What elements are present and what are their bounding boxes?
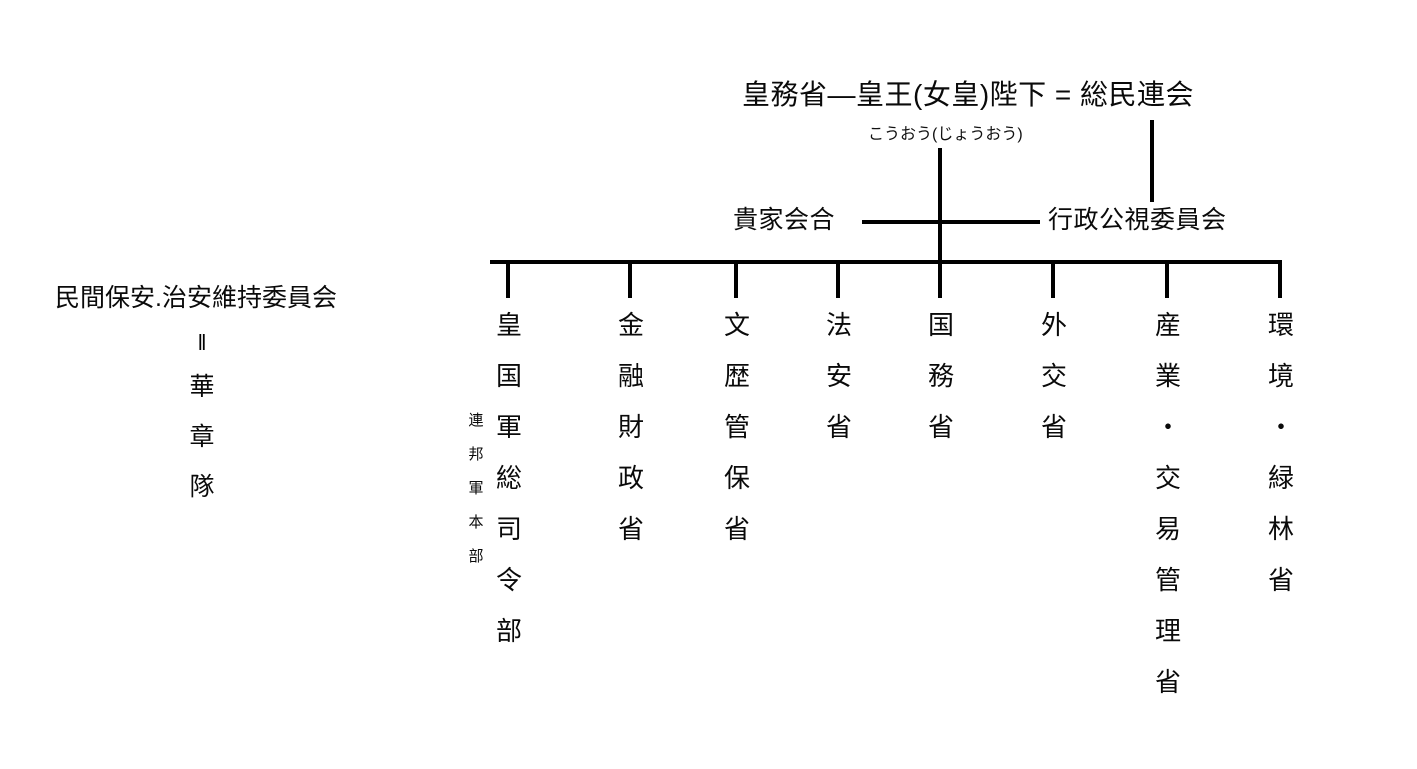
ministry-1-annotation-char-2: 邦 — [468, 446, 484, 463]
ministry-1-char-5: 司 — [495, 514, 522, 544]
ministry-3-char-4: 保 — [723, 463, 750, 493]
tier2-right-label: 行政公視委員会 — [1048, 206, 1227, 234]
ministry-8-char-4: 緑 — [1267, 463, 1294, 493]
ministry-6-char-1: 外 — [1040, 310, 1067, 340]
ministry-label-1: 皇 国 軍 総 司 令 部 — [492, 300, 526, 657]
ministry-5-char-3: 省 — [927, 412, 954, 442]
ministry-label-2: 金 融 財 政 省 — [614, 300, 648, 555]
ministry-8-char-3: ・ — [1267, 412, 1294, 442]
ministry-3-char-3: 管 — [723, 412, 750, 442]
ministry-7-char-8: 省 — [1154, 667, 1181, 697]
ministry-label-8: 環 境 ・ 緑 林 省 — [1264, 300, 1298, 606]
ministry-6-char-3: 省 — [1040, 412, 1067, 442]
public-oversight-connector-line — [1150, 120, 1154, 202]
stem-ministry-2 — [628, 260, 632, 298]
chart-title: 皇務省—皇王(女皇)陛下 = 総民連会 — [742, 79, 1195, 110]
ministry-label-4: 法 安 省 — [822, 300, 856, 453]
ministry-1-char-1: 皇 — [495, 310, 522, 340]
ministry-7-char-1: 産 — [1154, 310, 1181, 340]
ministry-2-char-2: 融 — [617, 361, 644, 391]
tier2-left-label: 貴家会合 — [733, 206, 836, 234]
ministry-3-char-5: 省 — [723, 514, 750, 544]
ministry-2-char-1: 金 — [617, 310, 644, 340]
ministry-7-char-2: 業 — [1154, 361, 1181, 391]
title-furigana: こうおう(じょうおう) — [868, 126, 1023, 143]
ministry-8-char-6: 省 — [1267, 565, 1294, 595]
ministry-8-char-2: 境 — [1267, 361, 1294, 391]
stem-ministry-1 — [506, 260, 510, 298]
stem-ministry-5 — [938, 260, 942, 298]
ministry-7-char-3: ・ — [1154, 412, 1181, 442]
civil-security-name-char-1: 華 — [189, 373, 215, 401]
stem-ministry-6 — [1051, 260, 1055, 298]
stem-ministry-4 — [836, 260, 840, 298]
ministry-5-char-2: 務 — [927, 361, 954, 391]
civil-security-vertical-name: 華 章 隊 — [182, 362, 222, 512]
ministry-5-char-1: 国 — [927, 310, 954, 340]
ministry-7-char-6: 管 — [1154, 565, 1181, 595]
ministry-1-char-7: 部 — [495, 616, 522, 646]
ministry-label-6: 外 交 省 — [1037, 300, 1071, 453]
ministry-8-char-5: 林 — [1267, 514, 1294, 544]
ministry-2-char-4: 政 — [617, 463, 644, 493]
civil-security-committee-heading: 民間保安.治安維持委員会 — [55, 284, 337, 312]
stem-ministry-7 — [1165, 260, 1169, 298]
ministry-1-char-6: 令 — [495, 565, 522, 595]
ministry-7-char-4: 交 — [1154, 463, 1181, 493]
stem-ministry-3 — [734, 260, 738, 298]
ministry-label-7: 産 業 ・ 交 易 管 理 省 — [1151, 300, 1185, 708]
ministry-1-annotation-char-1: 連 — [468, 412, 484, 429]
civil-security-equals-mark: ‖ — [197, 330, 207, 355]
tier2-horizontal-line — [862, 220, 1040, 224]
central-trunk-line — [938, 148, 942, 262]
ministry-3-char-1: 文 — [723, 310, 750, 340]
ministry-1-char-3: 軍 — [495, 412, 522, 442]
ministry-1-annotation-char-3: 軍 — [468, 480, 484, 497]
ministry-7-char-7: 理 — [1154, 616, 1181, 646]
civil-security-name-char-3: 隊 — [189, 473, 215, 501]
ministry-7-char-5: 易 — [1154, 514, 1181, 544]
ministry-1-char-2: 国 — [495, 361, 522, 391]
civil-security-name-char-2: 章 — [189, 423, 215, 451]
ministry-1-annotation-char-5: 部 — [468, 548, 484, 565]
ministry-6-char-2: 交 — [1040, 361, 1067, 391]
ministry-3-char-2: 歴 — [723, 361, 750, 391]
ministry-2-char-3: 財 — [617, 412, 644, 442]
ministry-4-char-2: 安 — [825, 361, 852, 391]
ministry-4-char-3: 省 — [825, 412, 852, 442]
ministry-1-char-4: 総 — [495, 463, 522, 493]
ministry-2-char-5: 省 — [617, 514, 644, 544]
ministry-8-char-1: 環 — [1267, 310, 1294, 340]
ministry-label-3: 文 歴 管 保 省 — [720, 300, 754, 555]
ministry-4-char-1: 法 — [825, 310, 852, 340]
ministries-bus-bar — [490, 260, 1282, 264]
ministry-label-5: 国 務 省 — [924, 300, 958, 453]
ministry-1-annotation: 連 邦 軍 本 部 — [465, 404, 487, 574]
ministry-1-annotation-char-4: 本 — [468, 514, 484, 531]
stem-ministry-8 — [1278, 260, 1282, 298]
